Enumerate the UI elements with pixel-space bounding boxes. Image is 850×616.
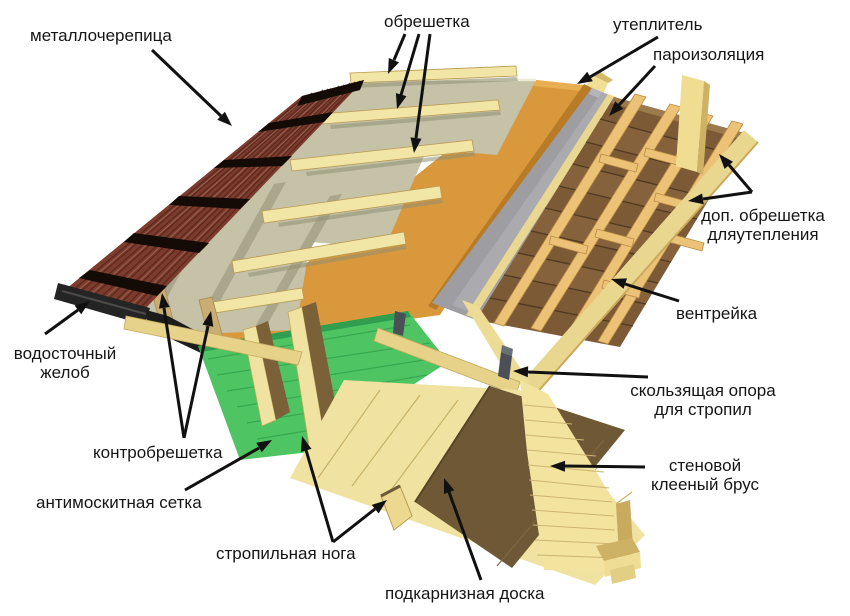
label-mosquito-mesh: антимоскитная сетка: [36, 493, 202, 512]
label-vent-batten: вентрейка: [676, 304, 758, 323]
label-vapor-barrier: пароизоляция: [653, 45, 765, 64]
label-wall-beam-line2: клееный брус: [650, 475, 760, 495]
rafter-tip-icon: [380, 484, 413, 531]
label-gutter-line1: водосточный: [13, 344, 117, 363]
label-gutter: водосточный желоб: [4, 344, 126, 382]
vapor-barrier-layer: [432, 88, 616, 320]
ridge-plank-tall-icon: [676, 75, 710, 175]
gable-wall: [520, 380, 641, 584]
metal-tile-layer: [66, 80, 364, 309]
label-counter-lathing: контробрешетка: [93, 443, 223, 462]
label-metal-tile: металлочерепица: [30, 26, 172, 45]
label-sliding-support-line2: для стропил: [654, 400, 752, 420]
label-sliding-support: скользящая опора для стропил: [618, 381, 788, 419]
label-wall-beam-line1: стеновой: [668, 456, 742, 475]
sliding-support-brackets: [393, 311, 513, 380]
label-gutter-line2: желоб: [40, 363, 90, 383]
label-extra-lathing: доп. обрешетка дляутепления: [688, 206, 838, 244]
label-wall-beam: стеновой клееный брус: [640, 456, 770, 494]
label-lathing: обрешетка: [384, 12, 470, 31]
label-eave-board: подкарнизная доска: [385, 584, 545, 603]
label-sliding-support-line1: скользящая опора: [630, 381, 776, 400]
label-extra-lathing-line1: доп. обрешетка: [701, 206, 825, 225]
label-extra-lathing-line2: дляутепления: [707, 225, 819, 245]
label-insulation: утеплитель: [613, 15, 703, 34]
label-rafter-leg: стропильная нога: [216, 544, 356, 563]
lathing-battens: [205, 65, 518, 315]
annotation-arrows: [44, 33, 754, 581]
